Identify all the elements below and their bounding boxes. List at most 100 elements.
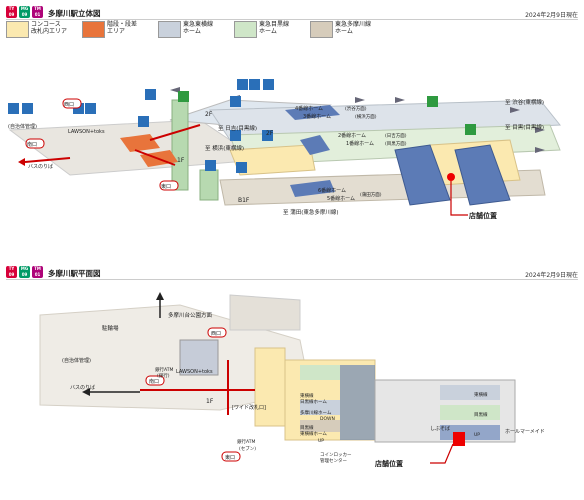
for-kamata: 至 蒲田(東急多摩川線) (283, 208, 339, 216)
plan-down-label: DOWN (320, 416, 335, 422)
legend-toyoko: 東急東横線ホーム (158, 21, 228, 38)
date-plan: 2024年2月9日現在 (525, 272, 578, 279)
right-up-label: UP (474, 432, 480, 438)
plan-tamagawa-label: 多摩川線ホーム (300, 409, 332, 416)
lawson2-label: LAWSON+toks (176, 369, 213, 375)
lawson-label: LAWSON+toks (68, 129, 105, 135)
home3-label: 3番線ホーム (303, 113, 331, 120)
wide-gate-label: [ワイド改札口] (232, 404, 266, 411)
exit-tag-south (25, 138, 45, 149)
for-meguro: 至 目黒(目黒線) (505, 123, 544, 131)
for-yokohama: 至 横浜(東横線) (205, 144, 244, 152)
legend-swatch (6, 21, 29, 38)
home6-label: 6番線ホーム (318, 187, 346, 194)
exit-tag-east (159, 180, 179, 191)
bus-label: バスのりば (28, 163, 53, 170)
plan-exit-east: 東口 (225, 454, 235, 461)
arrow-head (82, 388, 90, 396)
plan-floor-1f: 1F (206, 398, 214, 405)
exit-west-label: 西口 (64, 102, 74, 108)
exit-green-icon (427, 96, 438, 107)
atm1-label: 銀行ATM (155, 366, 173, 373)
divider (6, 19, 578, 20)
shibuya-soba-label: しぶそば (430, 425, 450, 432)
escalator-icon-b1f (236, 162, 247, 173)
route-arrow-bus (24, 157, 71, 163)
plan-meguro-home-label: 日黒線ホーム (300, 398, 327, 405)
for-hiyoshi: 至 日吉(目黒線) (218, 124, 257, 132)
stairs-2f-2 (300, 135, 330, 155)
plan-stairs (340, 365, 375, 440)
legend-concourse: コンコース改札内エリア (6, 21, 76, 38)
elevator-b1f (199, 169, 219, 201)
bus2-label: バスのりば (70, 384, 95, 391)
legend-stairs: 階段・段差エリア (82, 21, 152, 38)
store-marker-3d (447, 173, 455, 181)
elevator-tower (171, 99, 189, 191)
hallmark-label: ホールマーメイド (505, 429, 545, 435)
floor-2f-left: 2F (205, 111, 213, 118)
baby-icon (263, 79, 274, 90)
plan-exit-tag-south (145, 375, 165, 386)
floor-2f-right: 2F (266, 130, 274, 137)
plan-concourse (254, 347, 286, 427)
shibuya-dir: (渋谷方面) (345, 105, 367, 112)
home2-label: 2番線ホーム (338, 132, 366, 139)
plan-meguro-platform (300, 365, 340, 380)
plan-right-toyoko (440, 385, 500, 400)
escalator-icon-2 (262, 130, 273, 141)
legend-meguro: 東急目黒線ホーム (234, 21, 304, 38)
coin2-label: 管理センター (320, 457, 347, 464)
ticket-gate-icon (178, 91, 189, 102)
plan-tamagawa-platform (300, 420, 340, 432)
jichi2-label: (自治体管理) (62, 357, 91, 364)
bank-icon (145, 89, 156, 100)
plan-exit-tag-west (207, 327, 227, 338)
store-leader-3d (450, 181, 468, 216)
plan-exit-tag-east (221, 451, 241, 462)
stairs-2f-1 (285, 105, 340, 120)
icons-3d (8, 79, 476, 173)
for-shibuya: 至 渋谷(東横線) (505, 98, 544, 106)
store-label-2d: 店舗位置 (375, 459, 403, 468)
accessible-icon (22, 103, 33, 114)
home4-label: 4番線ホーム (295, 105, 323, 112)
exit-green-icon-2 (465, 124, 476, 135)
legend-swatch (234, 21, 257, 38)
stair-area-1 (120, 134, 160, 152)
yokohama-dir: (横浜方面) (355, 113, 377, 120)
atm2b-label: (セブン) (239, 445, 256, 452)
atm1b-label: (銀行) (157, 372, 170, 379)
store-leader-2d (430, 443, 454, 464)
parking-label: 駐輪場 (102, 324, 119, 332)
jichi-label: (自治体管理) (8, 123, 37, 130)
stairs-east-2 (454, 144, 511, 206)
plan-meguro-label: 目黒線 (300, 424, 314, 431)
station-plan-map (39, 292, 516, 464)
elevator-icon (230, 130, 241, 141)
payphone-icon (138, 116, 149, 127)
legend-swatch (158, 21, 181, 38)
accessible-icon-2 (249, 79, 260, 90)
arrow-head (18, 158, 25, 166)
atm-icon (85, 103, 96, 114)
plan-toyoko-home-label: 東横線ホーム (300, 430, 327, 437)
plan-right-meguro (440, 405, 500, 420)
arrow-head (156, 292, 164, 300)
legend-swatch (82, 21, 105, 38)
plan-toyoko-label: 東横線 (300, 392, 314, 399)
home5-label: 5番線ホーム (327, 195, 355, 202)
kamata-dir: (蒲田方面) (360, 191, 382, 198)
route-arrow-2 (149, 124, 201, 141)
plan-up-label: UP (318, 438, 324, 444)
restroom-icon (8, 103, 19, 114)
plan-lawson-building (179, 339, 219, 376)
meguro-dir: (目黒方面) (385, 140, 407, 147)
